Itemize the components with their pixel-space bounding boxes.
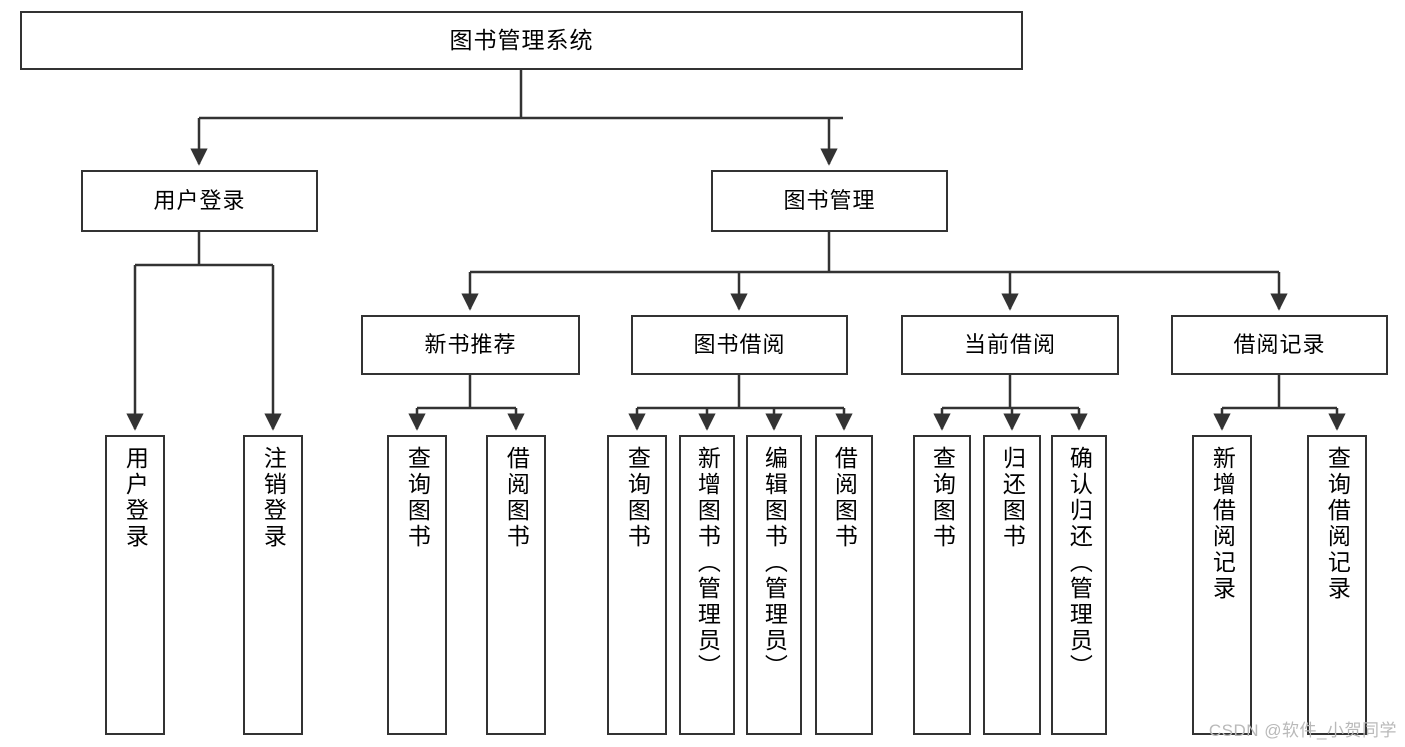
node-book-manage-label: 图书管理 bbox=[783, 188, 876, 214]
node-leaf-borrow-book-2[interactable]: 借阅图书 bbox=[815, 435, 873, 735]
node-new-book-rec-label: 新书推荐 bbox=[424, 332, 517, 358]
node-leaf-logout[interactable]: 注销登录 bbox=[243, 435, 303, 735]
node-leaf-confirm-return[interactable]: 确认归还（管理员） bbox=[1051, 435, 1107, 735]
node-leaf-add-record-label: 新增借阅记录 bbox=[1209, 446, 1236, 602]
node-book-borrow-label: 图书借阅 bbox=[693, 332, 786, 358]
watermark: CSDN @软件_小贺同学 bbox=[1208, 721, 1397, 740]
node-leaf-user-login[interactable]: 用户登录 bbox=[105, 435, 165, 735]
node-leaf-query-book-2[interactable]: 查询图书 bbox=[607, 435, 667, 735]
node-new-book-rec[interactable]: 新书推荐 bbox=[361, 315, 580, 375]
node-current-borrow-label: 当前借阅 bbox=[963, 332, 1056, 358]
node-current-borrow[interactable]: 当前借阅 bbox=[901, 315, 1119, 375]
node-leaf-query-book-3-label: 查询图书 bbox=[929, 446, 956, 550]
node-user-login[interactable]: 用户登录 bbox=[81, 170, 318, 232]
node-leaf-query-record[interactable]: 查询借阅记录 bbox=[1307, 435, 1367, 735]
node-leaf-query-book-1[interactable]: 查询图书 bbox=[387, 435, 447, 735]
node-root-label: 图书管理系统 bbox=[449, 26, 594, 53]
node-leaf-query-book-1-label: 查询图书 bbox=[404, 446, 431, 550]
node-leaf-query-book-3[interactable]: 查询图书 bbox=[913, 435, 971, 735]
node-book-borrow[interactable]: 图书借阅 bbox=[631, 315, 848, 375]
node-leaf-confirm-return-label: 确认归还（管理员） bbox=[1066, 446, 1093, 680]
node-leaf-add-book[interactable]: 新增图书（管理员） bbox=[679, 435, 735, 735]
node-leaf-edit-book-label: 编辑图书（管理员） bbox=[761, 446, 788, 680]
node-leaf-return-book[interactable]: 归还图书 bbox=[983, 435, 1041, 735]
node-borrow-record[interactable]: 借阅记录 bbox=[1171, 315, 1388, 375]
node-leaf-user-login-label: 用户登录 bbox=[122, 446, 149, 550]
node-leaf-logout-label: 注销登录 bbox=[260, 446, 287, 550]
node-leaf-return-book-label: 归还图书 bbox=[999, 446, 1026, 550]
node-root[interactable]: 图书管理系统 bbox=[20, 11, 1023, 70]
node-book-manage[interactable]: 图书管理 bbox=[711, 170, 948, 232]
node-borrow-record-label: 借阅记录 bbox=[1233, 332, 1326, 358]
node-leaf-edit-book[interactable]: 编辑图书（管理员） bbox=[746, 435, 802, 735]
node-leaf-query-record-label: 查询借阅记录 bbox=[1324, 446, 1351, 602]
node-leaf-query-book-2-label: 查询图书 bbox=[624, 446, 651, 550]
node-leaf-borrow-book-1-label: 借阅图书 bbox=[503, 446, 530, 550]
node-leaf-borrow-book-2-label: 借阅图书 bbox=[831, 446, 858, 550]
node-leaf-borrow-book-1[interactable]: 借阅图书 bbox=[486, 435, 546, 735]
node-user-login-label: 用户登录 bbox=[153, 188, 246, 214]
node-leaf-add-record[interactable]: 新增借阅记录 bbox=[1192, 435, 1252, 735]
node-leaf-add-book-label: 新增图书（管理员） bbox=[694, 446, 721, 680]
